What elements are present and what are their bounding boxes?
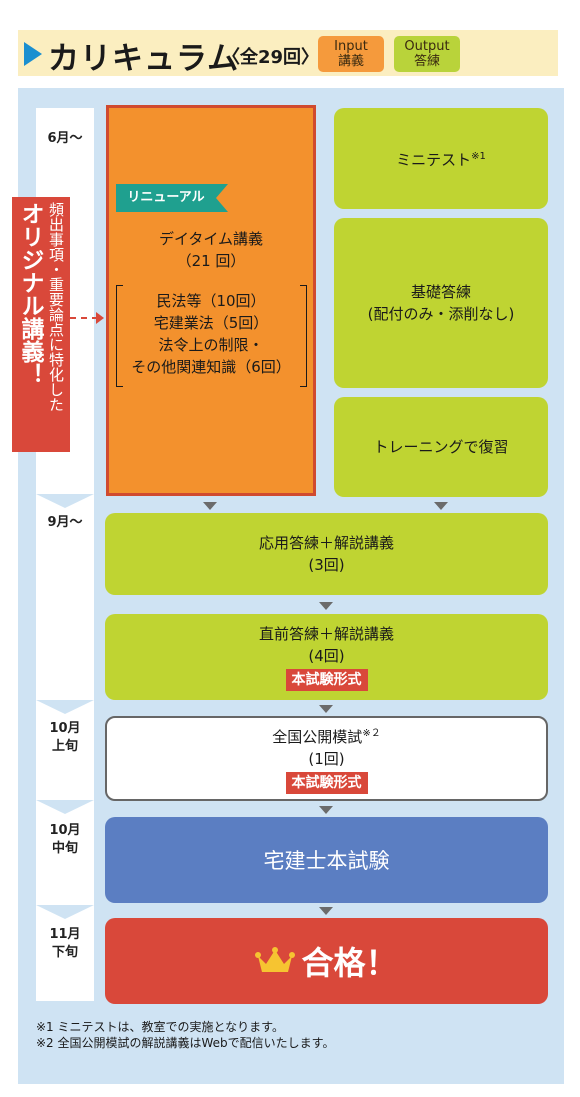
output-tag-line2: 答練 [413, 54, 440, 69]
subject-list: 民法等（10回） 宅建業法（5回） 法令上の制限・ その他関連知識（6回） [106, 290, 316, 378]
timeline-label-november-late: 11月下旬 [49, 927, 81, 960]
renewal-ribbon: リニューアル [116, 184, 216, 212]
footnote-1: ※1 ミニテストは、教室での実施となります。 [36, 1020, 284, 1034]
output-training-tag: Output 答練 [394, 36, 460, 72]
input-tag-line1: Input [334, 39, 368, 54]
timeline-label-september: 9月〜 [47, 515, 83, 530]
pass-box: 合格！ [105, 918, 548, 1004]
original-lecture-callout [12, 197, 70, 452]
arrow-down-icon [434, 502, 448, 510]
input-lecture-tag: Input 講義 [318, 36, 384, 72]
daytime-lecture-box [106, 105, 316, 496]
subject-item: その他関連知識（6回） [131, 358, 291, 376]
page-title: カリキュラム [48, 41, 240, 77]
output-tag-line1: Output [404, 39, 450, 54]
input-tag-line2: 講義 [337, 54, 364, 69]
mock-exam-box: 全国公開模試※２ (1回) 本試験形式 [105, 716, 548, 801]
subject-item: 法令上の制限・ [158, 336, 264, 354]
timeline-label-october-mid: 10月中旬 [49, 823, 81, 856]
timeline-label-october-early: 10月上旬 [49, 721, 81, 754]
original-lecture-subtext: 頻出事項・重要論点に特化した [47, 202, 65, 412]
session-count: 〈全29回〉 [222, 47, 320, 68]
basic-training-box: 基礎答練 (配付のみ・添削なし) [334, 218, 548, 388]
exam-box: 宅建士本試験 [105, 817, 548, 903]
bracket-left [116, 285, 123, 387]
timeline-divider [36, 800, 94, 814]
timeline-divider [36, 905, 94, 919]
original-lecture-text: オリジナル講義！ [17, 202, 43, 386]
timeline-divider [36, 494, 94, 508]
exam-format-badge: 本試験形式 [285, 669, 368, 691]
subject-item: 宅建業法（5回） [153, 314, 269, 332]
bracket-right [300, 285, 307, 387]
dashed-arrow-line [70, 317, 98, 319]
arrow-down-icon [319, 602, 333, 610]
timeline-divider [36, 700, 94, 714]
ribbon-tail-icon [216, 184, 228, 212]
arrow-down-icon [203, 502, 217, 510]
arrow-right-icon [96, 312, 104, 324]
arrow-down-icon [319, 907, 333, 915]
subject-item: 民法等（10回） [156, 292, 266, 310]
arrow-down-icon [319, 806, 333, 814]
daytime-lecture-title: デイタイム講義 （21 回） [158, 230, 264, 270]
crown-icon [255, 947, 296, 972]
review-training-box: トレーニングで復習 [334, 397, 548, 497]
timeline-label-june: 6月〜 [47, 131, 83, 146]
footnote-2: ※2 全国公開模試の解説講義はWebで配信いたします。 [36, 1036, 335, 1050]
play-triangle-icon [24, 42, 42, 66]
exam-format-badge: 本試験形式 [285, 772, 368, 794]
final-training-box: 直前答練＋解説講義 (4回) 本試験形式 [105, 614, 548, 700]
title-banner [18, 30, 558, 76]
arrow-down-icon [319, 705, 333, 713]
mini-test-box: ミニテスト※1 [334, 108, 548, 209]
applied-training-box: 応用答練＋解説講義 (3回) [105, 513, 548, 595]
